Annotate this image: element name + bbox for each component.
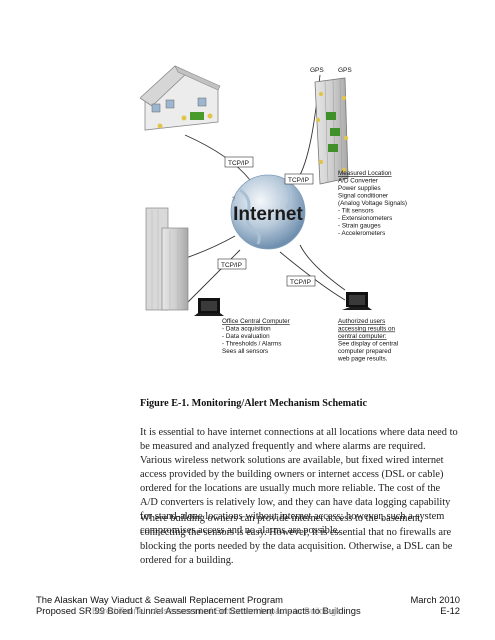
user-laptop-icon	[342, 292, 372, 310]
svg-text:See display of central: See display of central	[338, 341, 398, 348]
svg-text:- Thresholds / Alarms: - Thresholds / Alarms	[222, 341, 281, 348]
svg-text:A/D Converter: A/D Converter	[338, 178, 378, 185]
body-paragraph: It is essential to have internet connect…	[140, 427, 458, 536]
footer-page-number: E-12	[440, 605, 460, 616]
authorized-users-label: Authorized users accessing results on ce…	[337, 318, 398, 363]
office-computer-label: Office Central Computer - Data acquisiti…	[222, 318, 290, 355]
svg-text:- Extensionometers: - Extensionometers	[338, 215, 392, 222]
svg-text:- Tilt sensors: - Tilt sensors	[338, 208, 374, 215]
svg-text:(Analog Voltage Signals): (Analog Voltage Signals)	[338, 200, 407, 207]
svg-text:- Accelerometers: - Accelerometers	[338, 230, 385, 237]
svg-text:TCP/IP: TCP/IP	[288, 177, 309, 184]
svg-text:accessing results on: accessing results on	[338, 326, 396, 333]
tcpip-tag-laptop: TCP/IP	[286, 275, 316, 287]
svg-text:TCP/IP: TCP/IP	[290, 279, 311, 286]
gps-left-label: GPS	[310, 67, 324, 74]
internet-label: Internet	[233, 204, 303, 225]
svg-text:Sees all sensors: Sees all sensors	[222, 348, 268, 355]
svg-text:web page results.: web page results.	[337, 356, 388, 363]
svg-text:central computer:: central computer:	[338, 333, 387, 340]
svg-text:Office Central Computer: Office Central Computer	[222, 318, 290, 325]
figure-caption: Figure E-1. Monitoring/Alert Mechanism S…	[140, 398, 368, 409]
footer-date: March 2010	[410, 594, 460, 605]
office-laptop-icon	[194, 298, 224, 316]
svg-text:Power supplies: Power supplies	[338, 185, 381, 192]
svg-text:- Data acquisition: - Data acquisition	[222, 326, 271, 333]
footer-ghost-text: Bored Tunnel - Assessment of Settlement …	[92, 606, 341, 616]
svg-text:- Data evaluation: - Data evaluation	[222, 333, 270, 340]
house-building	[140, 65, 221, 131]
svg-text:TCP/IP: TCP/IP	[228, 160, 249, 167]
footer-document-title: Proposed SR 99 Bored Tunnel Assessment o…	[36, 605, 361, 616]
internet-globe	[230, 174, 306, 250]
measured-location-label: Measured Location A/D Converter Power su…	[338, 170, 407, 237]
svg-text:Measured Location: Measured Location	[338, 170, 392, 177]
svg-text:TCP/IP: TCP/IP	[221, 262, 242, 269]
office-tower	[145, 207, 189, 311]
body-paragraph: Where building owners can provide intern…	[140, 513, 453, 566]
gps-right-label: GPS	[338, 67, 352, 74]
svg-text:Signal conditioner: Signal conditioner	[338, 193, 388, 200]
tcpip-tag-office: TCP/IP	[217, 258, 247, 270]
svg-text:- Strain gauges: - Strain gauges	[338, 223, 381, 230]
svg-text:Authorized users: Authorized users	[338, 318, 385, 325]
tcpip-tag-house: TCP/IP	[224, 156, 254, 168]
footer-program: The Alaskan Way Viaduct & Seawall Replac…	[36, 594, 283, 605]
tcpip-tag-building: TCP/IP	[284, 173, 314, 185]
stray-mark: ?	[232, 197, 236, 203]
monitoring-schematic: GPS GPS Internet TCP/IP TCP/IP	[140, 65, 407, 363]
measured-tower	[314, 77, 349, 185]
svg-text:computer prepared: computer prepared	[338, 348, 392, 355]
